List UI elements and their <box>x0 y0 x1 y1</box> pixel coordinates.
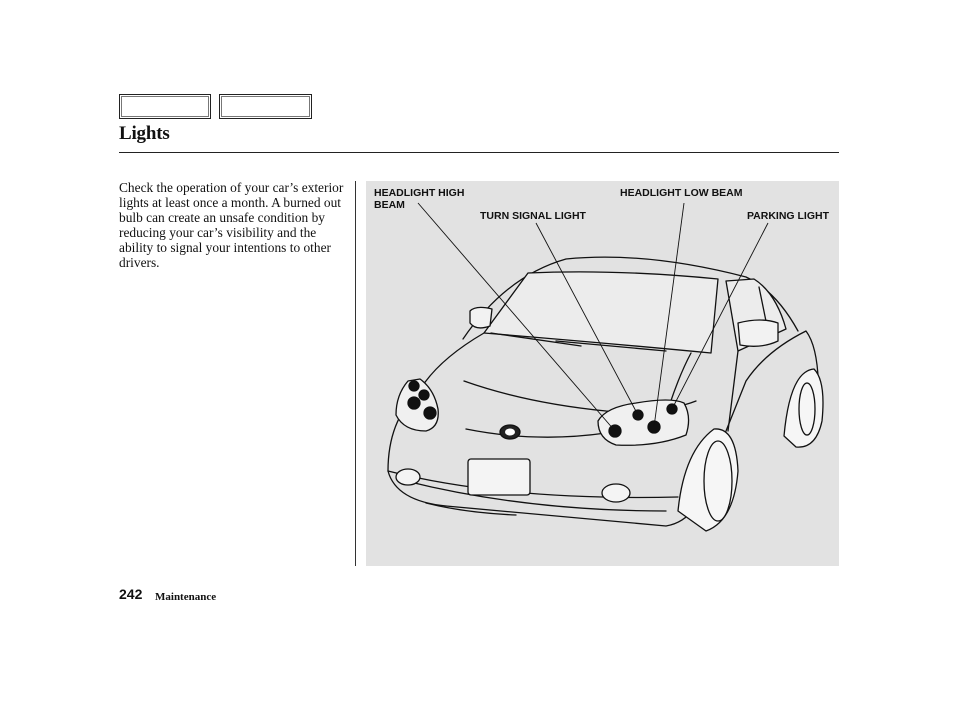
label-headlight-high-beam-line1: HEADLIGHT HIGH <box>374 187 465 199</box>
label-headlight-high-beam-line2: BEAM <box>374 199 405 211</box>
car-lights-figure: HEADLIGHT HIGH BEAM TURN SIGNAL LIGHT HE… <box>366 181 839 566</box>
nav-tab-box-2[interactable] <box>219 94 312 119</box>
page-title: Lights <box>119 123 170 144</box>
label-turn-signal-light: TURN SIGNAL LIGHT <box>480 210 586 222</box>
page-number: 242 <box>119 586 143 602</box>
car-illustration <box>387 202 824 532</box>
nav-tab-box-1[interactable] <box>119 94 211 119</box>
label-parking-light: PARKING LIGHT <box>746 210 829 222</box>
body-paragraph: Check the operation of your car’s exteri… <box>119 180 344 270</box>
section-name: Maintenance <box>155 591 217 603</box>
label-headlight-low-beam: HEADLIGHT LOW BEAM <box>620 187 743 199</box>
title-divider <box>119 152 839 153</box>
column-divider <box>355 181 356 566</box>
